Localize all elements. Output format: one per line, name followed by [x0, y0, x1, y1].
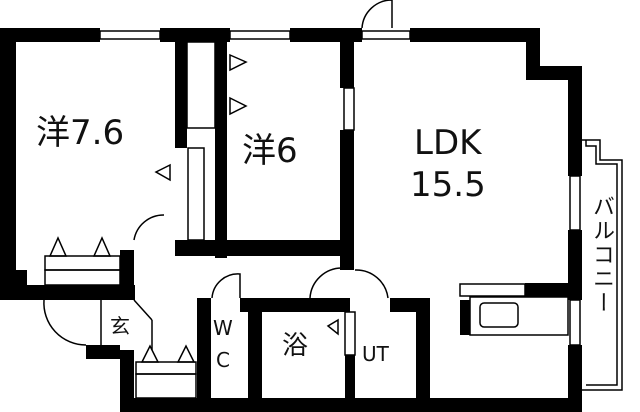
room-label-entrance: 玄	[110, 314, 130, 338]
room-label-ldk: LDK	[414, 123, 482, 163]
room-label-ldk-size: 15.5	[410, 165, 486, 205]
walls	[0, 28, 582, 412]
room-label-utility: UT	[362, 342, 389, 366]
room-label-wc-c: C	[216, 348, 230, 372]
fixtures	[43, 0, 623, 399]
room-label-bath: 浴	[282, 331, 309, 361]
room-label-western-2: 洋6	[242, 131, 298, 171]
balcony-label: バルコニー	[589, 195, 614, 315]
room-label-wc-w: W	[213, 316, 233, 340]
room-label-western-1: 洋7.6	[36, 113, 125, 153]
